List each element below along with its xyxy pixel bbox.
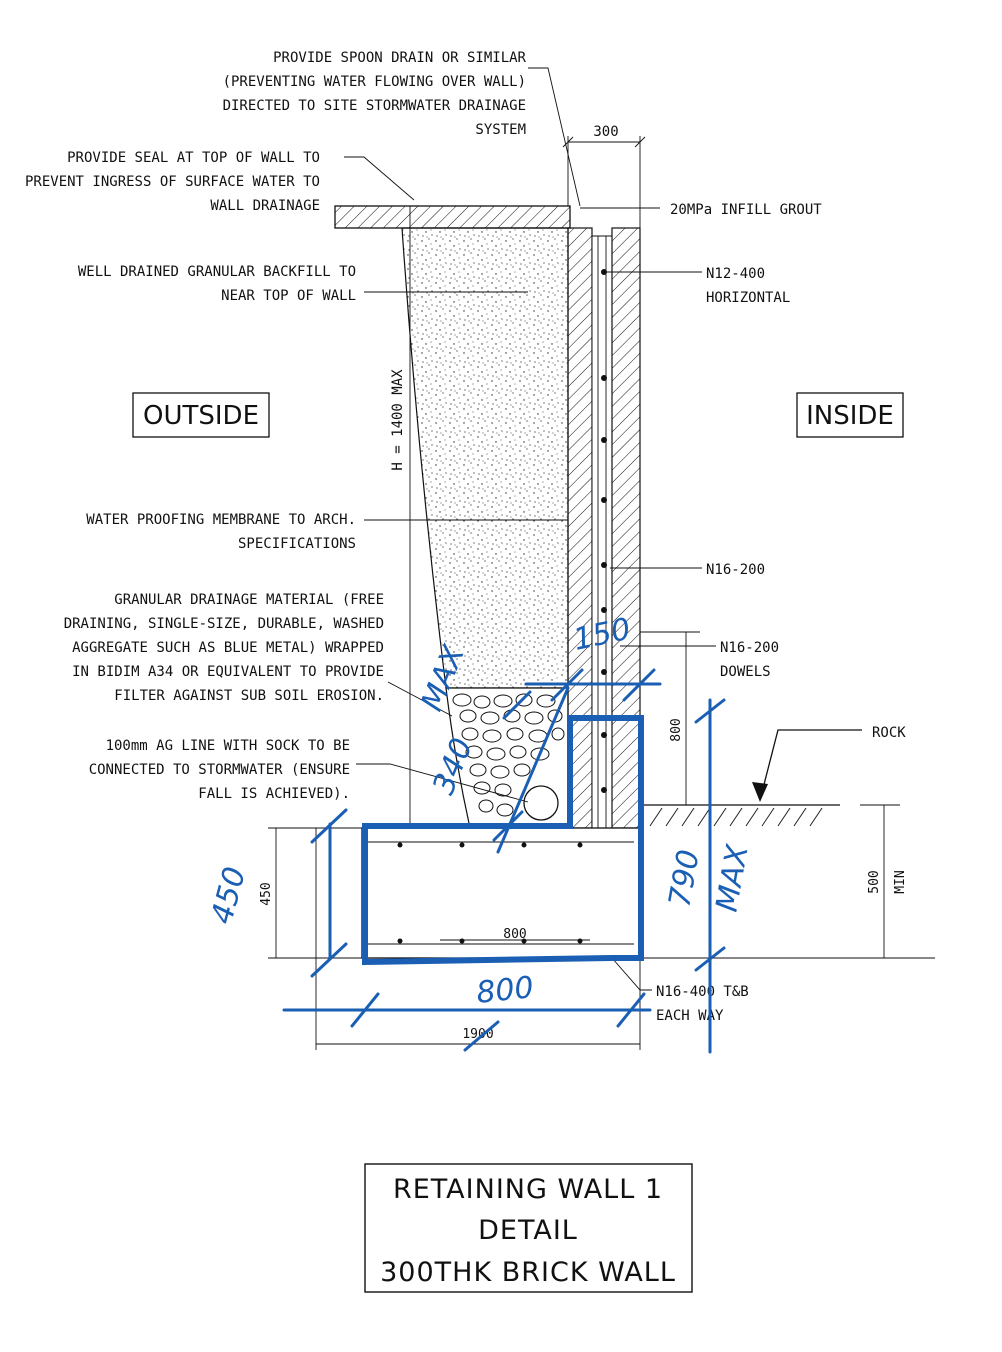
markup-450: 450: [205, 863, 254, 927]
note-drainage-4: IN BIDIM A34 OR EQUIVALENT TO PROVIDE: [72, 664, 384, 680]
note-drainage-3: AGGREGATE SUCH AS BLUE METAL) WRAPPED: [72, 640, 384, 656]
markup-max-right: MAX: [710, 841, 756, 914]
rock-hatching: [649, 807, 823, 827]
note-dowels-1: N16-200: [720, 640, 779, 656]
note-ag-line-2: CONNECTED TO STORMWATER (ENSURE: [89, 762, 350, 778]
inside-label-box: [796, 392, 904, 438]
note-spoon-drain-1: PROVIDE SPOON DRAIN OR SIMILAR: [273, 50, 526, 66]
note-n12-2: HORIZONTAL: [706, 290, 790, 306]
note-n16-400-1: N16-400 T&B: [656, 984, 749, 1000]
dim-800-footing: 800: [503, 927, 526, 942]
leader-lines: [344, 67, 716, 991]
grout-core: [591, 235, 613, 829]
title-line-1: RETAINING WALL 1: [393, 1174, 663, 1205]
side-labels: OUTSIDE INSIDE: [132, 392, 904, 438]
dim-300: 300: [593, 124, 618, 140]
note-seal-3: WALL DRAINAGE: [210, 198, 320, 214]
note-membrane-2: SPECIFICATIONS: [238, 536, 356, 552]
outside-label-box: [132, 392, 270, 438]
markup-outline: [362, 715, 644, 966]
note-backfill-2: NEAR TOP OF WALL: [221, 288, 356, 304]
note-dowels-2: DOWELS: [720, 664, 771, 680]
note-seal-1: PROVIDE SEAL AT TOP OF WALL TO: [67, 150, 320, 166]
title-line-2: DETAIL: [478, 1215, 578, 1246]
dim-500-min: MIN: [893, 870, 908, 893]
top-cap-slab: [334, 205, 571, 229]
note-backfill-1: WELL DRAINED GRANULAR BACKFILL TO: [78, 264, 356, 280]
notes: PROVIDE SPOON DRAIN OR SIMILAR (PREVENTI…: [25, 50, 906, 1024]
note-drainage-2: DRAINING, SINGLE-SIZE, DURABLE, WASHED: [64, 616, 384, 632]
wall-rebar-dots: [601, 269, 607, 793]
outside-label: OUTSIDE: [143, 401, 259, 431]
ag-line-pipe: [523, 785, 559, 821]
title-block: RETAINING WALL 1 DETAIL 300THK BRICK WAL…: [364, 1163, 693, 1293]
note-ag-line-1: 100mm AG LINE WITH SOCK TO BE: [106, 738, 350, 754]
note-grout: 20MPa INFILL GROUT: [670, 202, 822, 218]
note-n16-200: N16-200: [706, 562, 765, 578]
note-drainage-1: GRANULAR DRAINAGE MATERIAL (FREE: [114, 592, 384, 608]
brick-wall-back: [611, 227, 641, 829]
markup-800: 800: [475, 970, 536, 1011]
dimension-lines: [268, 136, 935, 1050]
dim-500-value: 500: [867, 870, 882, 893]
note-n12-1: N12-400: [706, 266, 765, 282]
note-spoon-drain-3: DIRECTED TO SITE STORMWATER DRAINAGE: [223, 98, 526, 114]
inside-label: INSIDE: [806, 401, 894, 431]
wall-structure: [334, 205, 862, 959]
note-seal-2: PREVENT INGRESS OF SURFACE WATER TO: [25, 174, 320, 190]
note-ag-line-3: FALL IS ACHIEVED).: [198, 786, 350, 802]
note-spoon-drain-2: (PREVENTING WATER FLOWING OVER WALL): [223, 74, 526, 90]
footing: [361, 827, 641, 959]
title-line-3: 300THK BRICK WALL: [380, 1257, 676, 1288]
dim-800-vertical: 800: [669, 718, 684, 741]
dim-450: 450: [259, 882, 274, 905]
note-rock: ROCK: [872, 725, 906, 741]
note-n16-400-2: EACH WAY: [656, 1008, 724, 1024]
note-membrane-1: WATER PROOFING MEMBRANE TO ARCH.: [86, 512, 356, 528]
title-block-box: [364, 1163, 693, 1293]
note-drainage-5: FILTER AGAINST SUB SOIL EROSION.: [114, 688, 384, 704]
markup-790: 790: [662, 847, 706, 909]
dim-height: H = 1400 MAX: [390, 369, 406, 471]
dimension-text: 300 H = 1400 MAX 800 500 MIN 450 800 190…: [259, 124, 908, 1042]
granular-backfill: [401, 227, 569, 689]
note-spoon-drain-4: SYSTEM: [475, 122, 526, 138]
